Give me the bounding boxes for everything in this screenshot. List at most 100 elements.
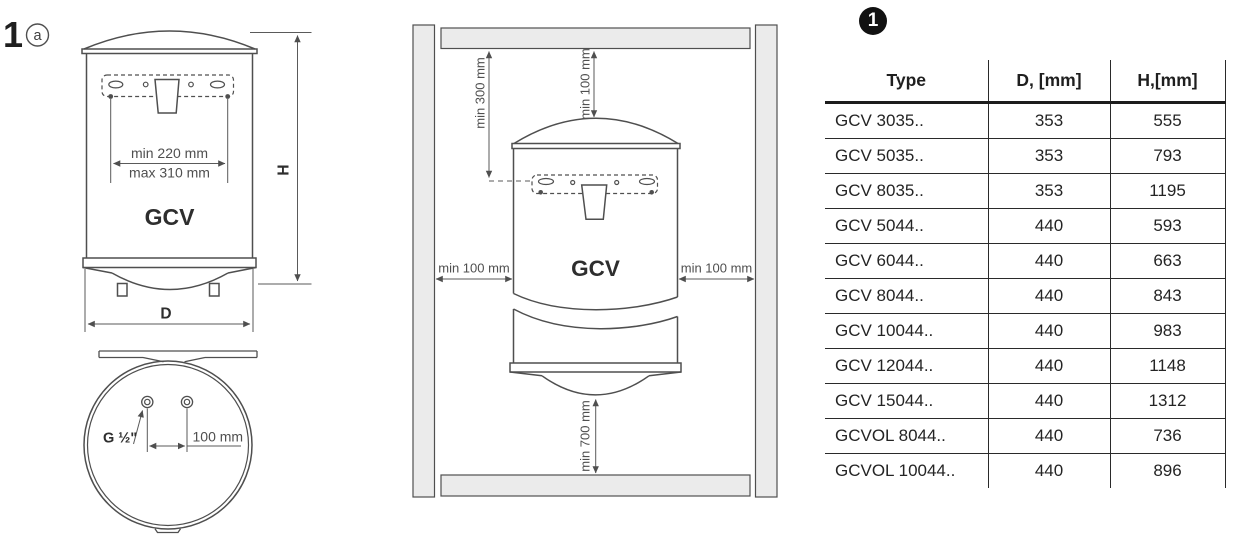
height-ref-lines (250, 32, 312, 285)
cell-type: GCV 8044.. (825, 278, 989, 314)
tank-outer-circle (83, 360, 253, 530)
figure-letter-circle-icon (25, 23, 50, 47)
body-lower-sides (512, 309, 679, 363)
clearance-top-dim: min 100 mm (578, 48, 593, 120)
cell-d: 440 (988, 383, 1111, 419)
diameter-extension-lines (84, 269, 254, 332)
figure-label: 1 a (3, 14, 50, 55)
header-d: D, [mm] (988, 60, 1111, 104)
cell-type: GCVOL 10044.. (825, 453, 989, 488)
bracket-hole-right (614, 179, 620, 186)
bolt-right (225, 94, 231, 99)
figure-letter: a (33, 28, 42, 44)
cell-d: 353 (988, 138, 1111, 174)
bolt-left (108, 94, 114, 99)
cell-h: 983 (1110, 313, 1226, 349)
anode-cap (154, 78, 180, 114)
cell-h: 736 (1110, 418, 1226, 454)
bracket-hole-left (570, 179, 576, 186)
mounting-bracket (101, 74, 235, 98)
thread-leader-arrow (133, 410, 144, 445)
bracket-hole-left (142, 81, 149, 88)
bottom-dimension-lines (133, 408, 241, 452)
cell-h: 1148 (1110, 348, 1226, 384)
cell-h: 896 (1110, 453, 1226, 488)
pipe-spacing-dim: 100 mm (193, 429, 244, 445)
front-dimension-lines (84, 32, 312, 332)
pipe-fitting-right-outer (180, 395, 194, 409)
thread-label: G ½" (103, 431, 137, 447)
cell-d: 440 (988, 313, 1111, 349)
clearance-left-dim: min 100 mm (438, 261, 510, 276)
body-upper-sides (512, 148, 679, 297)
cell-type: GCV 5044.. (825, 208, 989, 244)
room-surfaces (412, 24, 778, 498)
spacing-extension-lines (146, 408, 188, 452)
table-header-row: Type D, [mm] H,[mm] (825, 60, 1226, 104)
dome-rim (81, 48, 258, 55)
bolt-left (538, 190, 543, 195)
figure-number: 1 (3, 14, 23, 55)
floor (440, 474, 751, 497)
pipe-fitting-left-inner (144, 398, 151, 406)
installation-clearance-drawing: min 300 mm min 100 mm min 100 mm min 100… (412, 24, 778, 498)
cell-type: GCV 12044.. (825, 348, 989, 384)
flange-skirt (509, 371, 682, 377)
cell-type: GCV 3035.. (825, 102, 989, 139)
wall-left (412, 24, 436, 498)
diameter-label: D (160, 306, 171, 323)
header-type: Type (825, 60, 989, 104)
cell-type: GCV 8035.. (825, 173, 989, 209)
clearance-dimension-lines (435, 51, 755, 474)
cell-type: GCV 15044.. (825, 383, 989, 419)
cell-type: GCV 6044.. (825, 243, 989, 279)
cell-d: 440 (988, 418, 1111, 454)
cell-type: GCV 5035.. (825, 138, 989, 174)
cell-h: 593 (1110, 208, 1226, 244)
cell-d: 353 (988, 102, 1111, 139)
tank-inner-circle (86, 363, 250, 527)
bolt-right (649, 190, 654, 195)
cell-d: 440 (988, 278, 1111, 314)
cell-type: GCVOL 8044.. (825, 418, 989, 454)
bottom-flange (509, 362, 682, 373)
pipe-stub-right (208, 282, 220, 297)
pipe-fitting-left-outer (141, 395, 154, 409)
cell-d: 440 (988, 243, 1111, 279)
heater-front-outline (81, 30, 258, 297)
bracket-slot-left (108, 80, 124, 89)
bottom-bowl (111, 272, 229, 291)
height-label: H (276, 164, 293, 175)
table-number-badge: 1 (859, 7, 887, 35)
cell-d: 440 (988, 208, 1111, 244)
pipe-fitting-right-inner (183, 398, 191, 406)
heater-bottom-view (83, 350, 258, 534)
bracket-slot-right (638, 177, 656, 186)
bottom-tab (154, 528, 182, 534)
bracket-slot-right (209, 80, 226, 89)
anode-cap (580, 184, 608, 221)
product-label-install: GCV (571, 256, 620, 281)
dome-top (513, 117, 679, 145)
cell-h: 1195 (1110, 173, 1226, 209)
bracket-min-dim: min 220 mm (131, 145, 208, 161)
header-h: H,[mm] (1110, 60, 1226, 104)
wall-right (754, 24, 778, 498)
wall-bracket-edge (98, 350, 258, 363)
bottom-bowl (541, 375, 650, 396)
dome-top (83, 30, 256, 50)
cell-d: 353 (988, 173, 1111, 209)
clearance-right-dim: min 100 mm (681, 261, 753, 276)
